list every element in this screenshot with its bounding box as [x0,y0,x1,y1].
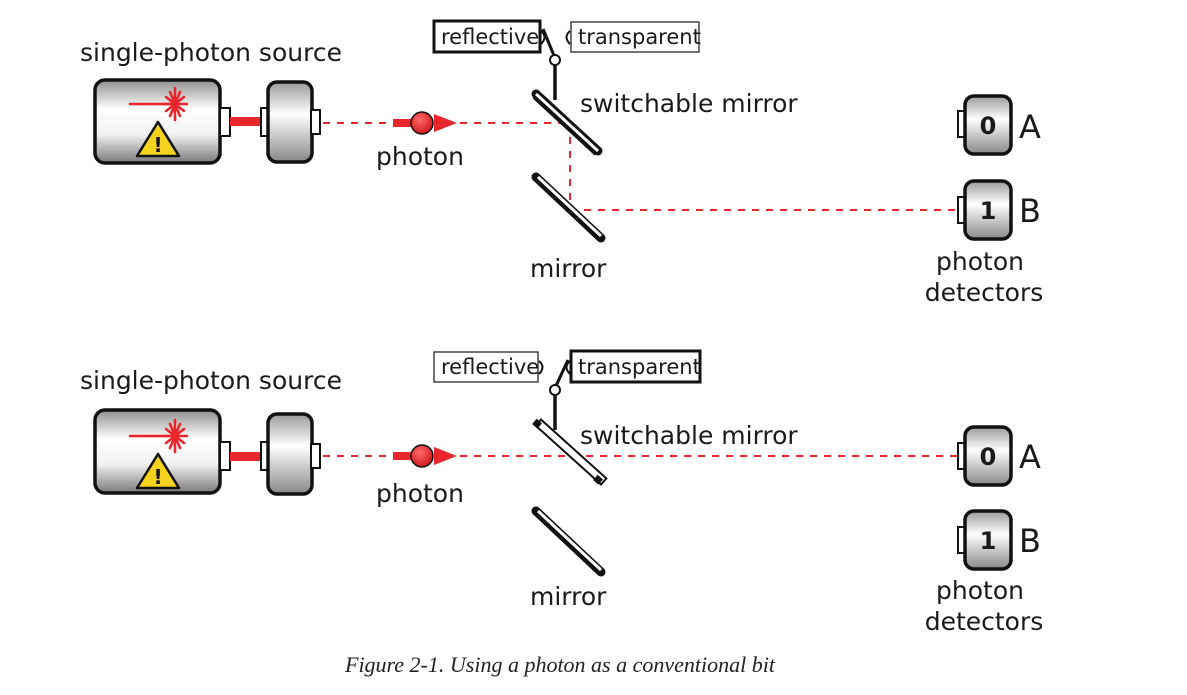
reflective-label: reflective [441,355,539,379]
detector-b: 1 B [957,179,1041,241]
detector-a: 0 A [957,425,1041,487]
reflective-label: reflective [441,25,539,49]
reflective-option[interactable] [432,19,542,54]
warning-icon: ! [135,120,181,158]
detectors-label-line2: detectors [925,607,1044,636]
detector-a-digit: 0 [980,112,997,140]
switch[interactable]: reflective transparent [433,349,702,430]
mirror-label: mirror [530,254,607,283]
figure-caption: Figure 2-1. Using a photon as a conventi… [345,652,775,677]
panel-transparent: single-photon source ! [80,349,1044,636]
laser-icon [128,86,189,122]
photon [393,111,457,135]
switch-pivot [549,384,561,396]
detector-b-digit: 1 [980,527,997,555]
mirror [531,506,606,577]
warning-icon: ! [135,452,181,490]
switch-lever [541,28,557,59]
detector-a: 0 A [957,94,1041,156]
transparent-option[interactable] [569,349,702,384]
transparent-label: transparent [578,355,701,379]
single-photon-source: ! [93,408,321,496]
beam [323,122,958,211]
detectors-label-line1: photon [936,576,1024,605]
switch-pivot [549,54,561,66]
svg-text:!: ! [153,133,162,157]
detector-b-digit: 1 [980,197,997,225]
switch[interactable]: reflective transparent [432,19,701,100]
detector-b-letter: B [1019,522,1041,560]
detector-b: 1 B [957,509,1041,571]
switchable-mirror-label: switchable mirror [580,89,798,118]
single-photon-source: ! [93,78,321,165]
transparent-label: transparent [578,25,701,49]
switchable-mirror [532,418,608,486]
photon [393,444,457,468]
photon-label: photon [376,142,464,171]
detector-a-digit: 0 [980,443,997,471]
switchable-mirror-label: switchable mirror [580,421,798,450]
detector-a-letter: A [1019,108,1041,146]
photon-label: photon [376,479,464,508]
transparent-option[interactable] [570,21,700,53]
panel-reflective: single-photon source ! [80,19,1044,307]
detectors-label-line2: detectors [925,278,1044,307]
mirror-label: mirror [530,582,607,611]
source-label: single-photon source [80,366,342,395]
laser-icon [128,418,189,454]
mirror [531,172,606,243]
detector-b-letter: B [1019,192,1041,230]
source-label: single-photon source [80,38,342,67]
svg-text:!: ! [153,465,162,489]
detectors-label-line1: photon [936,247,1024,276]
reflective-option[interactable] [433,351,539,383]
switch-lever [553,359,570,389]
switchable-mirror [531,89,603,156]
detector-a-letter: A [1019,438,1041,476]
